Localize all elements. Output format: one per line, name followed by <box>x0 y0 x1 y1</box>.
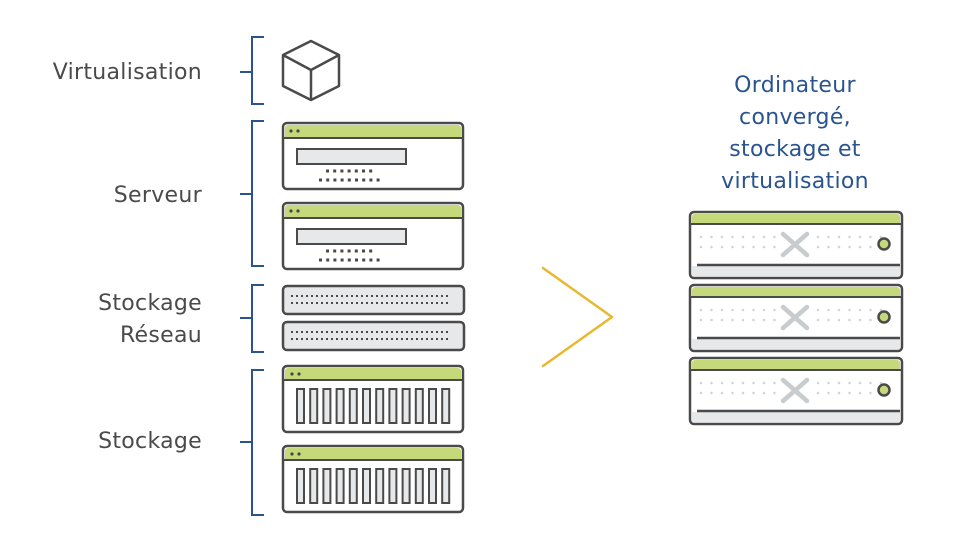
converged-node-icon <box>688 283 904 353</box>
network-storage-icon <box>281 320 466 352</box>
label-stockage: Stockage <box>98 429 202 454</box>
bracket-virtualisation <box>240 36 264 105</box>
chevron-right-icon <box>541 266 614 368</box>
brackets <box>240 36 264 516</box>
x-logo-icon <box>780 304 810 331</box>
title-line-3: stockage et <box>729 137 861 162</box>
status-led-icon <box>877 310 891 324</box>
title-line-2: convergé, <box>739 105 851 130</box>
network-storage-icon <box>281 284 466 316</box>
bracket-serveur <box>240 120 264 267</box>
status-led-icon <box>877 383 891 397</box>
server-icon <box>281 121 465 191</box>
converged-node-icon <box>688 356 904 426</box>
bracket-stockage-reseau <box>240 284 264 353</box>
label-serveur: Serveur <box>113 183 202 208</box>
storage-array-icon <box>281 364 465 434</box>
converged-title: Ordinateur convergé, stockage et virtual… <box>690 70 900 198</box>
server-icon <box>281 201 465 271</box>
label-virtualisation: Virtualisation <box>52 60 202 85</box>
cube-icon <box>281 39 341 102</box>
title-line-4: virtualisation <box>721 169 869 194</box>
x-logo-icon <box>780 377 810 404</box>
status-led-icon <box>877 237 891 251</box>
label-stockage-reseau-1: Stockage <box>98 291 202 316</box>
storage-array-icon <box>281 444 465 514</box>
title-line-1: Ordinateur <box>734 73 856 98</box>
label-stockage-reseau-2: Réseau <box>119 323 202 348</box>
bracket-stockage <box>240 369 264 516</box>
converged-node-icon <box>688 210 904 280</box>
x-logo-icon <box>780 231 810 258</box>
